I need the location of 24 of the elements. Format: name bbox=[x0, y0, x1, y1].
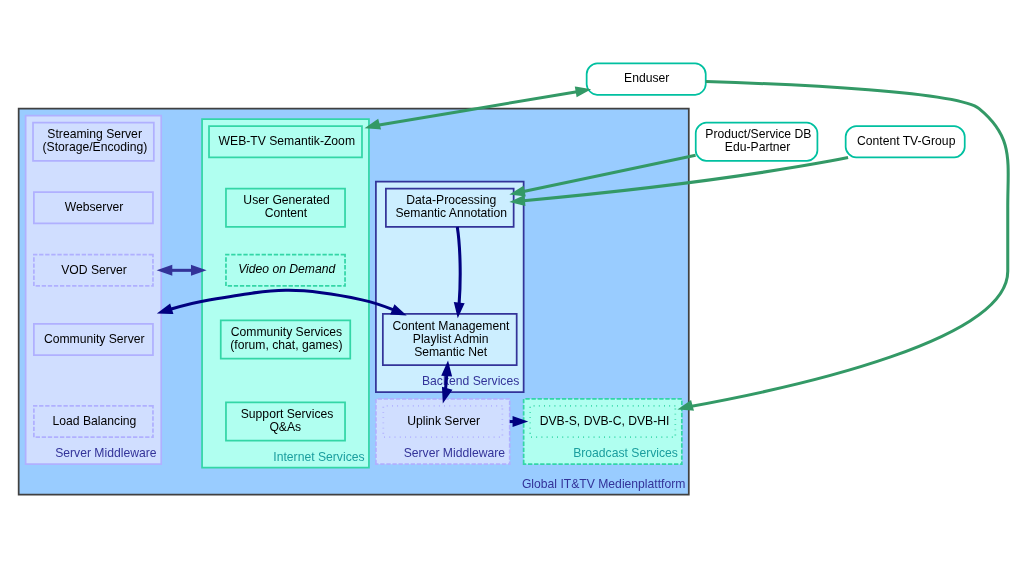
node-box: Streaming Server (Storage/Encoding) bbox=[32, 121, 155, 162]
node-box: Video on Demand bbox=[225, 253, 346, 287]
arrow bbox=[453, 226, 465, 319]
node-box: Enduser bbox=[585, 62, 707, 96]
node-box: Load Balancing bbox=[33, 405, 154, 439]
arrow bbox=[509, 155, 849, 206]
arrow bbox=[509, 153, 696, 197]
node-box: WEB-TV Semantik-Zoom bbox=[208, 125, 363, 159]
node-box: Community Server bbox=[33, 322, 154, 356]
node-box: Content Management Playlist Admin Semantic Net bbox=[381, 312, 518, 366]
arrow bbox=[156, 288, 407, 316]
node-box: Support Services Q&As bbox=[225, 401, 346, 442]
node-box: Webserver bbox=[33, 191, 154, 225]
node-box: Community Services (forum, chat, games) bbox=[219, 319, 352, 360]
node-box: Content TV-Group bbox=[844, 125, 966, 159]
node-box: Uplink Server bbox=[382, 405, 504, 439]
arrow bbox=[677, 80, 1010, 411]
arrow bbox=[364, 86, 592, 130]
node-box: DVB-S, DVB-C, DVB-HI bbox=[529, 405, 677, 439]
node-box: User Generated Content bbox=[225, 187, 346, 228]
node-box: VOD Server bbox=[33, 253, 154, 287]
node-box: Data-Processing Semantic Annotation bbox=[385, 187, 515, 228]
node-box: Product/Service DB Edu-Partner bbox=[694, 121, 819, 162]
arrow bbox=[156, 264, 207, 276]
